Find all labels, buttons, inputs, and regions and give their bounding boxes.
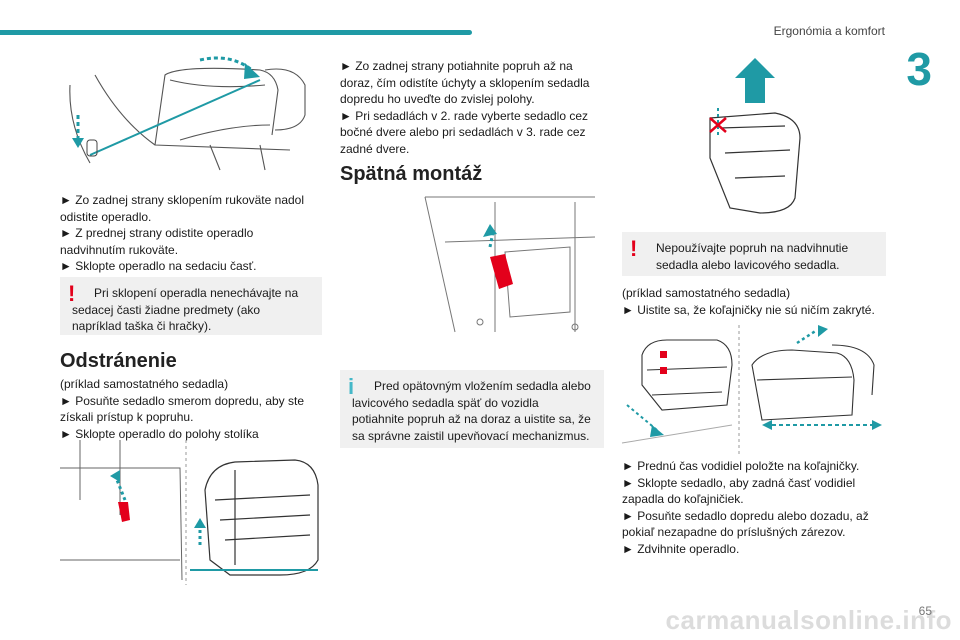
instruction-line: ► Zdvihnite operadlo. (622, 541, 740, 556)
warning-text: Pri sklopení operadla nenechávajte na se… (72, 286, 299, 333)
instruction-line: ► Posuňte sedadlo smerom dopredu, aby st… (60, 393, 305, 425)
seat-fold-illustration (69, 56, 306, 171)
instructions-rails-check: (príklad samostatného sedadla) ► Uistite… (622, 285, 888, 318)
heading-refit: Spätná montáž (340, 163, 483, 185)
heading-removal: Odstránenie (60, 350, 177, 372)
warning-box-objects: ! Pri sklopení operadla nenechávajte na … (60, 277, 322, 335)
info-icon: i (348, 374, 355, 399)
seat-rails-illustration (621, 325, 882, 455)
info-box-refit: i Pred opätovným vložením sedadla alebo … (340, 370, 604, 448)
instruction-line: ► Zo zadnej strany potiahnite popruh až … (340, 59, 590, 106)
seat-table-position-illustration (60, 440, 319, 585)
warning-text: Nepoužívajte popruh na nadvihnutie sedad… (656, 241, 849, 272)
instructions-fold: ► Zo zadnej strany sklopením rukoväte na… (60, 192, 322, 275)
do-not-lift-illustration (709, 58, 801, 214)
instruction-line: ► Z prednej strany odistite operadlo nad… (60, 226, 254, 257)
warning-box-strap: ! Nepoužívajte popruh na nadvihnutie sed… (622, 232, 886, 276)
instruction-line: (príklad samostatného sedadla) (622, 286, 791, 300)
instruction-line: ► Prednú čas vodidiel položte na koľajni… (622, 459, 860, 473)
instruction-line: ► Uistite sa, že koľajničky nie sú ničím… (622, 302, 875, 317)
instruction-line: ► Sklopte operadlo na sedaciu časť. (60, 259, 257, 273)
warning-icon: ! (630, 236, 638, 261)
instruction-line: (príklad samostatného sedadla) (60, 377, 229, 391)
instruction-line: ► Posuňte sedadlo dopredu alebo dozadu, … (622, 508, 869, 540)
instruction-line: ► Zo zadnej strany sklopením rukoväte na… (60, 193, 305, 224)
section-title: Ergonómia a komfort (773, 24, 885, 38)
instructions-install: ► Prednú čas vodidiel položte na koľajni… (622, 458, 888, 557)
instruction-line: ► Sklopte sedadlo, aby zadná časť vodidi… (622, 475, 856, 507)
header-accent-bar (0, 30, 472, 35)
instruction-line: ► Sklopte operadlo do polohy stolíka (60, 426, 259, 441)
instruction-line: ► Pri sedadlách v 2. rade vyberte sedadl… (340, 108, 589, 156)
chapter-number: 3 (906, 43, 932, 95)
strap-handle-illustration (424, 196, 596, 333)
instructions-removal: (príklad samostatného sedadla) ► Posuňte… (60, 376, 322, 442)
warning-icon: ! (68, 281, 76, 306)
info-text: Pred opätovným vložením sedadla alebo la… (352, 379, 591, 443)
watermark: carmanualsonline.info (665, 605, 952, 635)
page-number: 65 (918, 604, 932, 618)
instructions-strap: ► Zo zadnej strany potiahnite popruh až … (340, 58, 604, 157)
